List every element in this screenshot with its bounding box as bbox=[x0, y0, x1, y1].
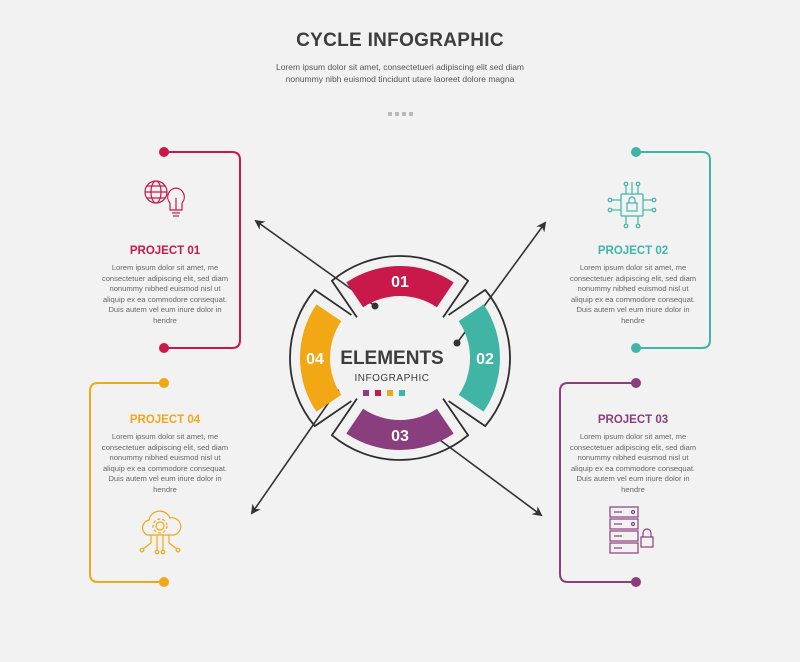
segment-01-label: 01 bbox=[391, 274, 409, 291]
segment-01-outline bbox=[330, 255, 470, 318]
project-01-dot-bottom bbox=[159, 343, 169, 353]
page-title: CYCLE INFOGRAPHIC bbox=[296, 30, 504, 51]
header-dots bbox=[0, 103, 800, 121]
project-02-title: PROJECT 02 bbox=[597, 245, 669, 257]
project-03-dot-bottom bbox=[631, 577, 641, 587]
center-square-03 bbox=[363, 390, 369, 396]
segment-04-outline bbox=[289, 288, 352, 428]
segment-03-outline bbox=[330, 398, 470, 461]
project-03-dot-top bbox=[631, 378, 641, 388]
arrow-top-right-dot bbox=[453, 339, 461, 347]
segment-02-outline bbox=[448, 288, 511, 428]
circuit-lock-icon bbox=[607, 181, 657, 229]
center-color-squares bbox=[363, 390, 405, 396]
center-subtitle: INFOGRAPHIC bbox=[355, 373, 430, 384]
globe-lightbulb-icon bbox=[144, 180, 185, 217]
center-square-01 bbox=[375, 390, 381, 396]
project-02-dot-top bbox=[631, 147, 641, 157]
page-subtitle: Lorem ipsum dolor sit amet, consectetuer… bbox=[275, 62, 525, 84]
server-lock-icon bbox=[609, 506, 654, 554]
segment-04-label: 04 bbox=[306, 351, 324, 368]
center-square-02 bbox=[399, 390, 405, 396]
cloud-gear-icon bbox=[139, 510, 182, 555]
segment-04 bbox=[299, 304, 342, 412]
center-square-04 bbox=[387, 390, 393, 396]
project-01-title: PROJECT 01 bbox=[129, 245, 201, 257]
segment-01 bbox=[346, 265, 454, 308]
arrow-bottom-left bbox=[250, 391, 337, 515]
project-03-title: PROJECT 03 bbox=[597, 414, 669, 426]
project-04-title: PROJECT 04 bbox=[129, 414, 201, 426]
project-01-description: Lorem ipsum dolor sit amet, me consectet… bbox=[101, 263, 229, 325]
project-02-frame bbox=[636, 151, 711, 349]
project-01-frame bbox=[164, 151, 241, 349]
project-04-description: Lorem ipsum dolor sit amet, me consectet… bbox=[101, 432, 229, 494]
segment-02 bbox=[458, 304, 500, 412]
arrow-top-left-dot bbox=[371, 302, 379, 310]
center-title: ELEMENTS bbox=[340, 348, 443, 369]
project-02-dot-bottom bbox=[631, 343, 641, 353]
arrow-bottom-right bbox=[420, 425, 543, 517]
project-02-description: Lorem ipsum dolor sit amet, me consectet… bbox=[569, 263, 697, 325]
project-04-frame bbox=[89, 382, 164, 583]
project-01-dot-top bbox=[159, 147, 169, 157]
project-03-frame bbox=[559, 382, 636, 583]
project-03-description: Lorem ipsum dolor sit amet, me consectet… bbox=[569, 432, 697, 494]
segment-03-label: 03 bbox=[391, 428, 409, 445]
project-04-dot-bottom bbox=[159, 577, 169, 587]
segment-02-label: 02 bbox=[476, 351, 494, 368]
project-04-dot-top bbox=[159, 378, 169, 388]
segment-03 bbox=[346, 408, 454, 450]
